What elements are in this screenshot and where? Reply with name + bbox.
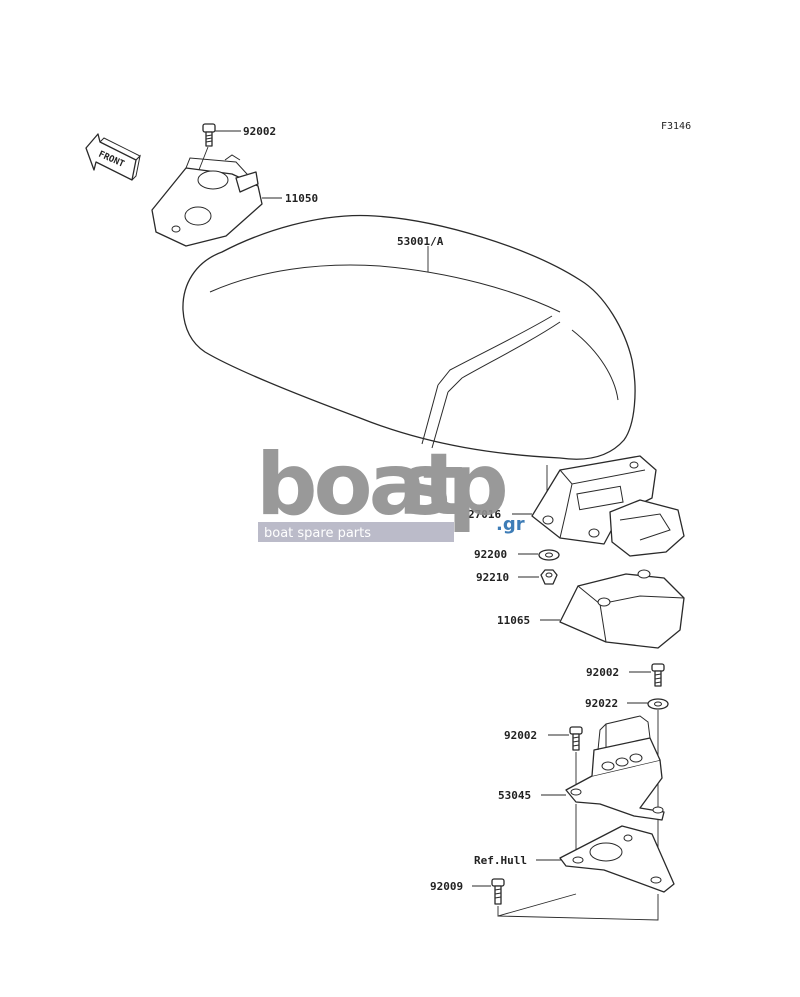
watermark-tagline: boat spare parts <box>264 526 371 541</box>
watermark-brand-right: sp <box>400 435 505 535</box>
seat <box>182 214 636 460</box>
callout-washer-latch: 92200 <box>474 548 507 561</box>
callout-bracket-front: 11050 <box>285 192 318 205</box>
rear-bracket <box>565 715 665 821</box>
front-arrow-icon: FRONT <box>85 133 141 181</box>
nut-latch-icon <box>540 569 558 585</box>
front-bracket <box>151 154 263 247</box>
watermark-tagline-bar <box>258 522 454 542</box>
callout-nut-latch: 92210 <box>476 571 509 584</box>
callout-bolt-bottom: 92009 <box>430 880 463 893</box>
washer-latch-icon <box>538 549 560 561</box>
callout-seat: 53001/A <box>397 235 444 248</box>
watermark: boat sp .gr boat spare parts <box>256 435 525 542</box>
callout-bolt-mid: 92002 <box>586 666 619 679</box>
callout-latch: 27016 <box>468 508 501 521</box>
washer-mid-icon <box>647 698 669 710</box>
callout-washer-mid: 92022 <box>585 697 618 710</box>
callout-bolt-top: 92002 <box>243 125 276 138</box>
watermark-brand-left: boat <box>256 435 463 535</box>
bolt-left-icon <box>569 726 583 751</box>
callout-ref-hull: Ref.Hull <box>474 854 527 867</box>
callout-bracket-rear: 53045 <box>498 789 531 802</box>
watermark-suffix: .gr <box>496 514 525 535</box>
bolt-bottom-icon <box>491 878 505 905</box>
bolt-mid-icon <box>651 663 665 687</box>
seat-latch <box>531 455 685 557</box>
bolt-top-icon <box>202 123 216 147</box>
figure-code: F3146 <box>661 121 691 132</box>
hull-plate <box>559 825 675 893</box>
latch-cover <box>559 569 685 649</box>
callout-cover: 11065 <box>497 614 530 627</box>
callout-bolt-left: 92002 <box>504 729 537 742</box>
